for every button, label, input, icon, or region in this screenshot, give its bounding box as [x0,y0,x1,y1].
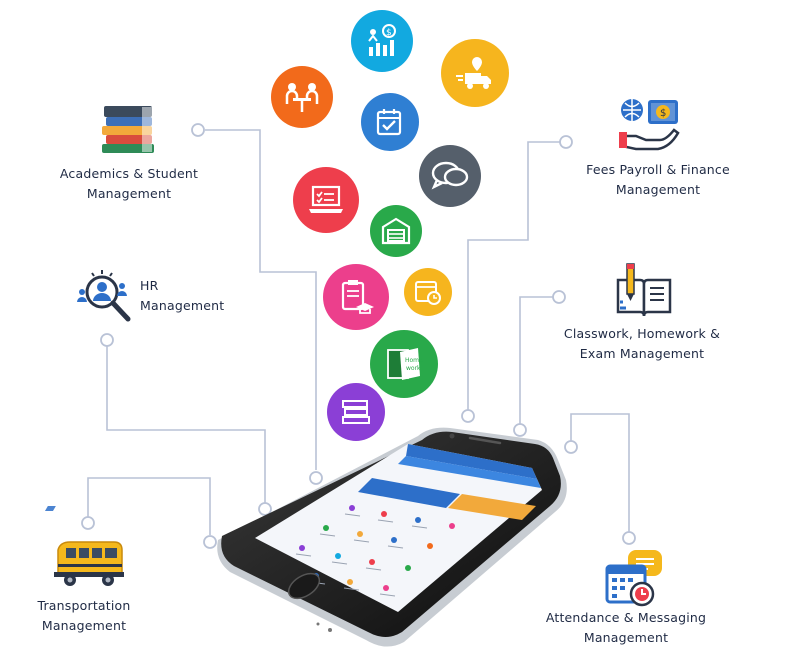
calendar-check-bubble [361,93,419,151]
svg-text:work: work [406,365,421,372]
meeting-bubble [271,66,333,128]
svg-text:$: $ [386,28,392,38]
hr-label: HR Management [140,276,250,316]
delivery-truck-icon [456,57,491,89]
fees-line1: Fees Payroll & Finance [586,162,730,177]
academics-line1: Academics & Student [59,166,199,181]
books-stack-icon [102,106,154,153]
fees-line2: Management [615,182,701,197]
delivery-bubble [441,39,509,107]
finance-growth-bubble: $ [351,10,413,72]
library-bubble [327,383,385,441]
homework-bubble: Home work [370,330,438,398]
warehouse-icon [381,217,411,245]
academics-label: Academics & Student Management [40,164,218,204]
school-bus-icon [54,541,124,586]
transport-line1: Transportation [37,598,131,613]
finance-growth-icon: $ [368,24,396,56]
hr-line1: HR [140,278,159,293]
clipboard-graduation-icon [341,280,374,314]
svg-text:Home: Home [405,357,423,364]
homework-notebook-icon: Home work [387,348,423,380]
meeting-people-icon [285,83,319,112]
transport-line2: Management [41,618,127,633]
calendar-clock-icon [605,550,662,607]
calendar-clock-small-icon [415,281,441,305]
calendar-check-icon [376,109,402,136]
person-magnifier-icon [77,270,131,322]
money-hand-icon: $ [619,99,680,151]
classwork-line2: Exam Management [579,346,705,361]
attendance-label: Attendance & Messaging Management [536,608,716,648]
schedule-bubble [404,268,452,316]
online-test-bubble [293,167,359,233]
storage-bubble [370,205,422,257]
academics-line2: Management [86,186,172,201]
chat-bubble [419,145,481,207]
open-book-pencil-icon [616,263,672,317]
transport-label: Transportation Management [14,596,154,636]
laptop-checklist-icon [309,185,343,213]
classwork-label: Classwork, Homework & Exam Management [552,324,732,364]
attendance-line1: Attendance & Messaging [545,610,707,625]
attendance-line2: Management [583,630,669,645]
fees-label: Fees Payroll & Finance Management [568,160,748,200]
classwork-line1: Classwork, Homework & [563,326,721,341]
certificate-bubble [323,264,389,330]
svg-text:$: $ [660,108,666,119]
book-stack-icon [342,400,370,424]
chat-icon [431,161,469,190]
hr-line2: Management [140,298,225,313]
